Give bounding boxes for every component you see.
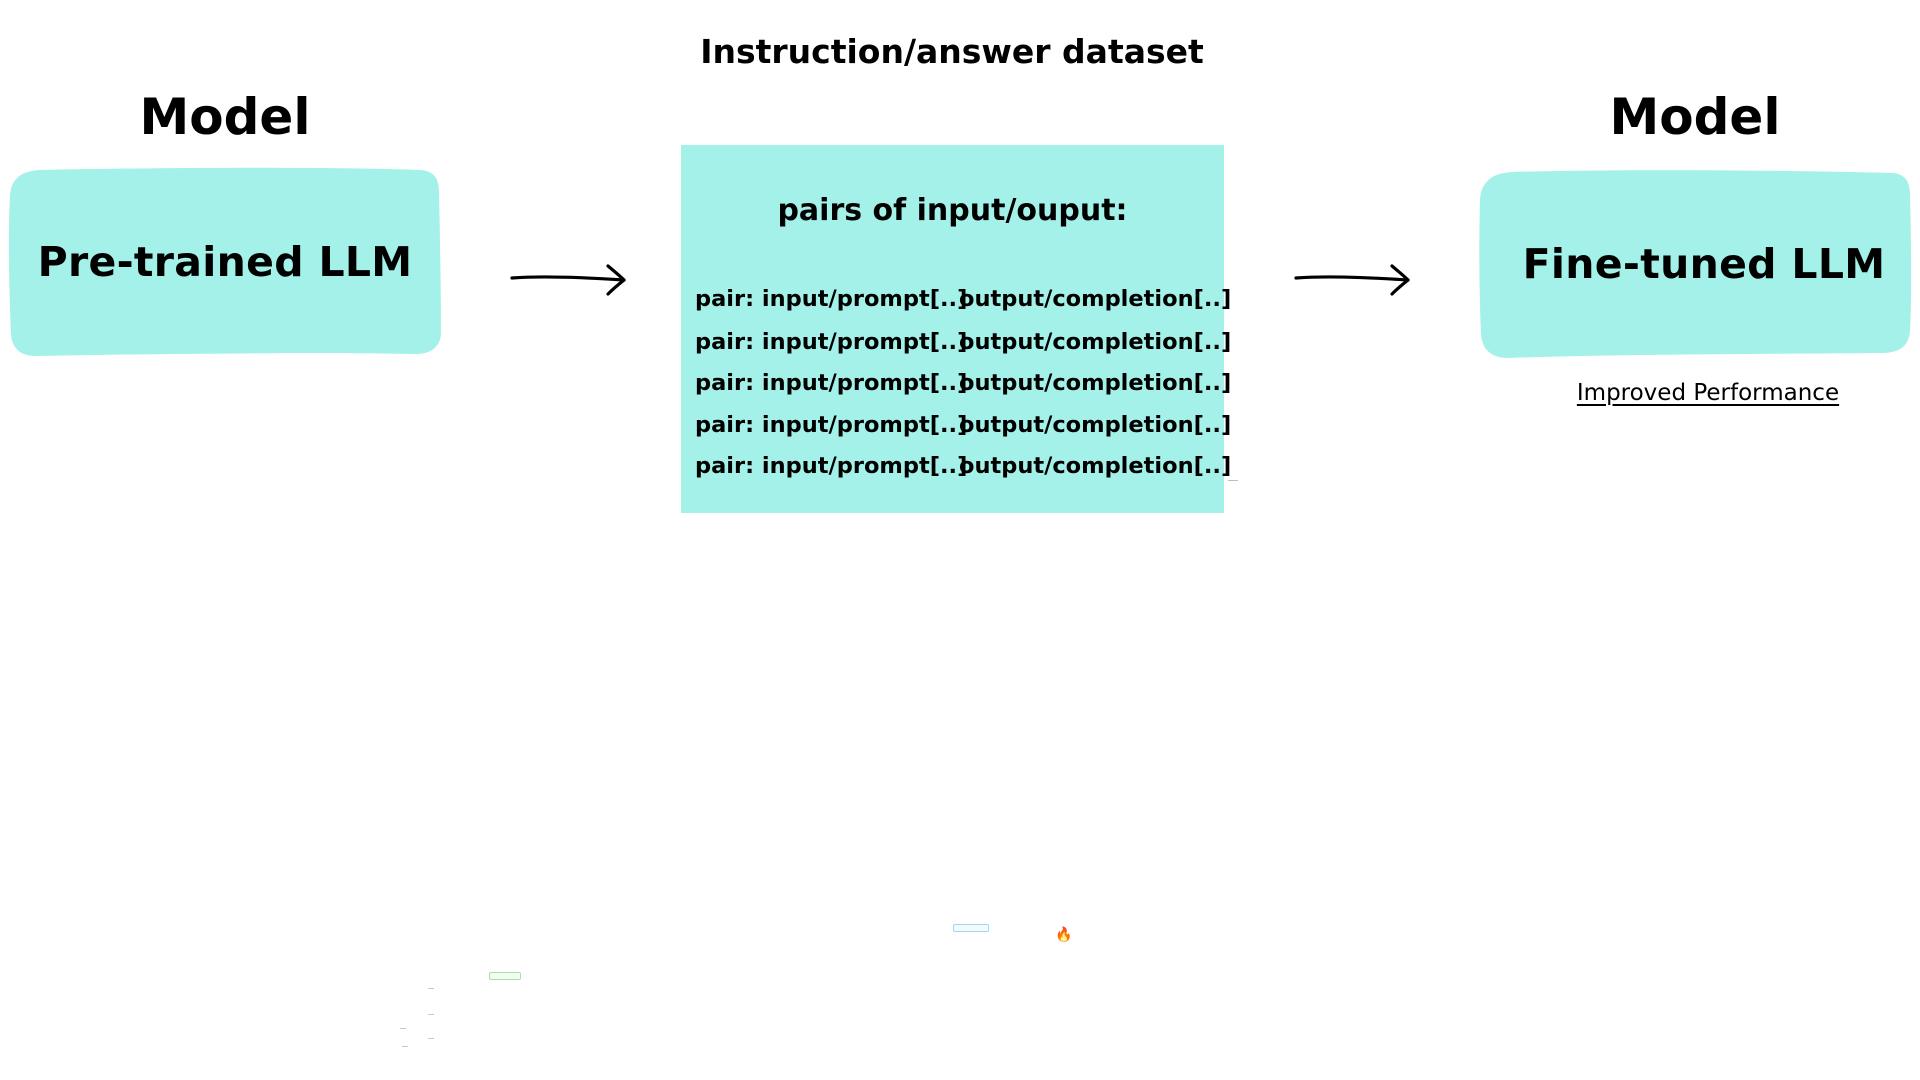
pair-row: pair: input/prompt[..] output/completion…	[695, 286, 1231, 312]
pair-input: pair: input/prompt[..]	[695, 453, 968, 479]
faint-note	[489, 972, 521, 980]
dataset-heading: pairs of input/ouput:	[777, 193, 1128, 228]
finetuned-llm-shape	[1479, 170, 1912, 358]
pair-row: pair: input/prompt[..] output/completion…	[695, 453, 1231, 479]
pair-output: output/completion[..]	[959, 453, 1232, 479]
improved-performance-caption: Improved Performance	[1576, 380, 1840, 406]
faint-mark	[402, 1046, 408, 1047]
right-model-label: Model	[1609, 88, 1781, 146]
arrow-right-icon	[1294, 264, 1410, 296]
pretrained-llm-box: Pre-trained LLM	[8, 166, 442, 358]
finetuned-llm-box: Fine-tuned LLM	[1478, 168, 1912, 360]
left-model-label: Model	[139, 88, 311, 146]
faint-mark	[400, 1028, 406, 1029]
pair-output: output/completion[..]	[959, 370, 1232, 396]
arrow-right-icon	[510, 264, 626, 296]
faint-mark	[428, 1014, 434, 1015]
faint-mark	[428, 1038, 434, 1039]
pair-input: pair: input/prompt[..]	[695, 370, 968, 396]
pair-row: pair: input/prompt[..] output/completion…	[695, 412, 1231, 438]
pair-input: pair: input/prompt[..]	[695, 329, 968, 355]
pair-input: pair: input/prompt[..]	[695, 286, 968, 312]
faint-mark	[428, 988, 434, 989]
pretrained-llm-text: Pre-trained LLM	[37, 238, 413, 286]
flame-icon: 🔥	[1055, 926, 1073, 942]
pair-output: output/completion[..]	[959, 286, 1232, 312]
faint-note	[953, 924, 989, 932]
pretrained-llm-shape	[8, 167, 442, 356]
stray-mark	[1228, 480, 1238, 481]
pair-row: pair: input/prompt[..] output/completion…	[695, 370, 1231, 396]
pair-output: output/completion[..]	[959, 412, 1232, 438]
pair-row: pair: input/prompt[..] output/completion…	[695, 329, 1231, 355]
dataset-title: Instruction/answer dataset	[700, 32, 1204, 71]
finetuned-llm-text: Fine-tuned LLM	[1522, 240, 1886, 288]
pair-input: pair: input/prompt[..]	[695, 412, 968, 438]
dataset-box: pairs of input/ouput: pair: input/prompt…	[681, 145, 1231, 513]
pair-output: output/completion[..]	[959, 329, 1232, 355]
